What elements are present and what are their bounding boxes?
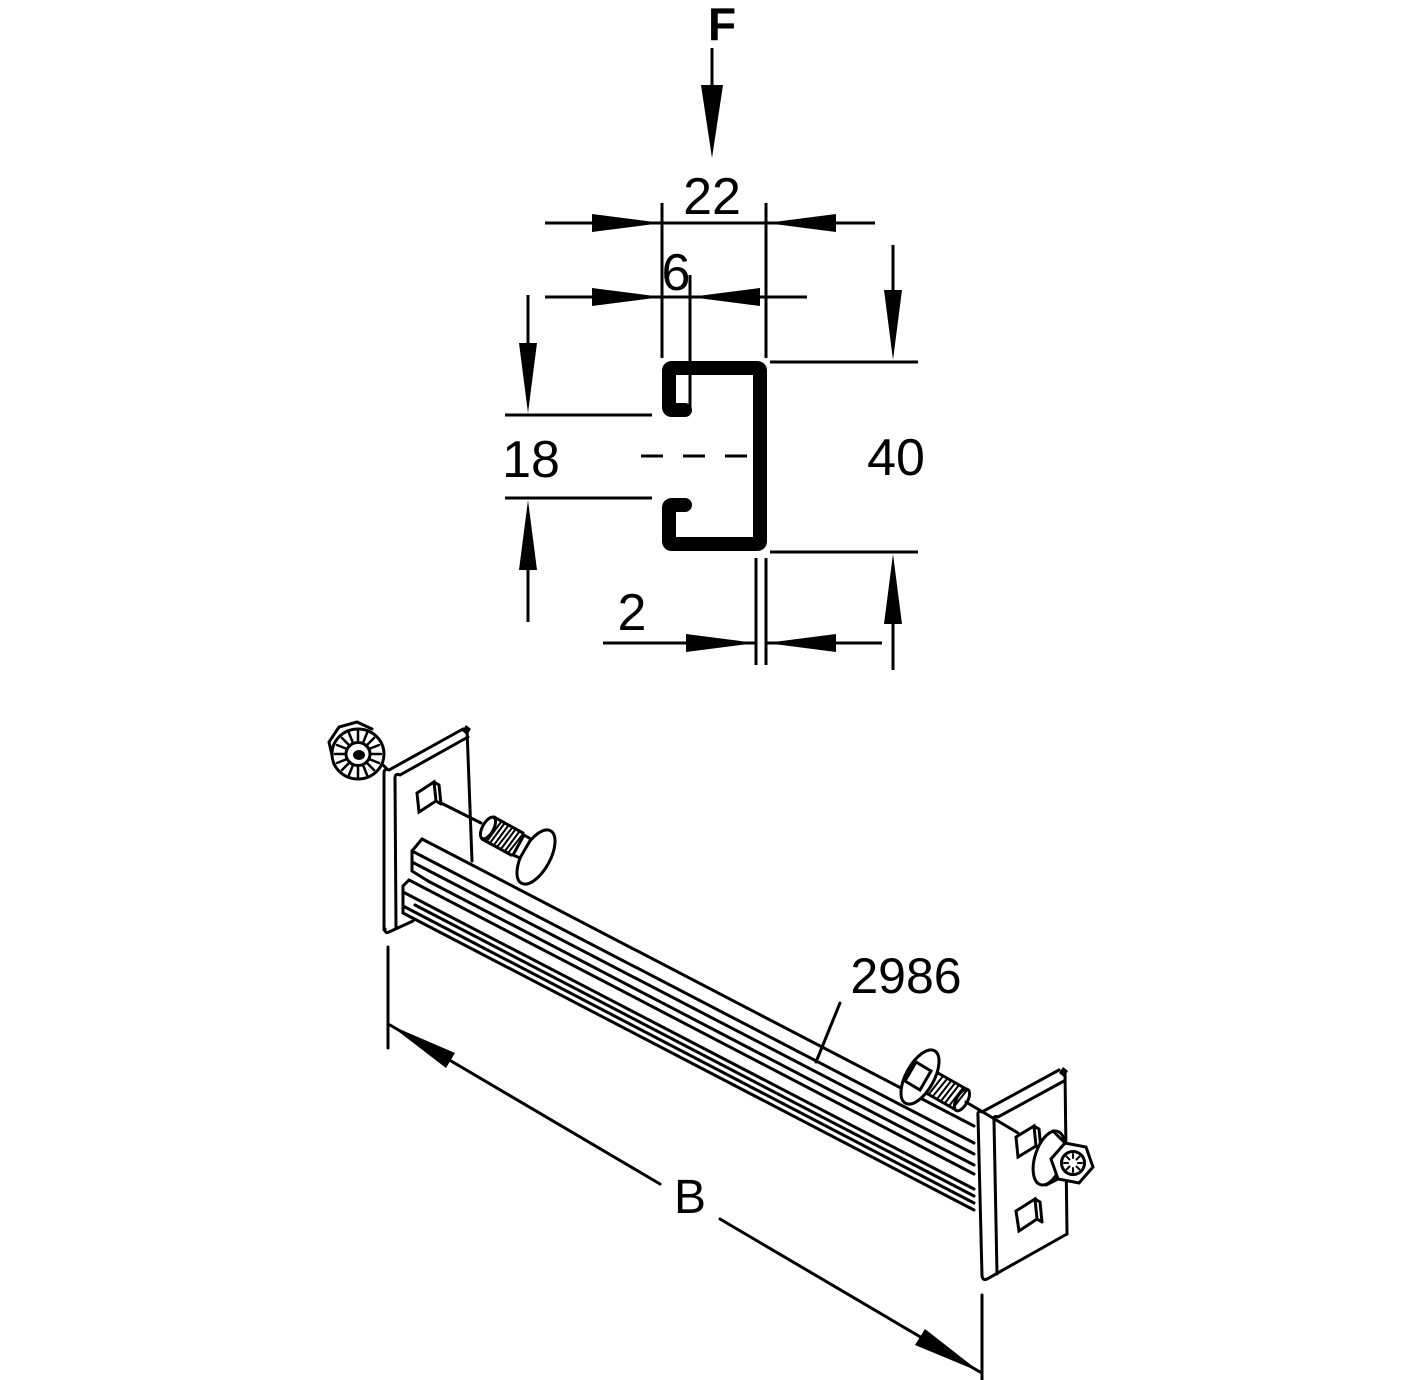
bolt-threads xyxy=(928,1075,968,1109)
bolt-square-neck xyxy=(902,1059,934,1093)
force-label: F xyxy=(708,0,736,50)
part-number-label: 2986 xyxy=(850,948,961,1004)
dim-6-label: 6 xyxy=(662,244,691,302)
cross-section-view: F 22 6 18 40 2 xyxy=(502,0,925,670)
dim-18 xyxy=(505,295,652,622)
bolt-threads xyxy=(486,821,524,854)
nut-knurl-ticks xyxy=(1063,1153,1083,1173)
dim-40 xyxy=(770,245,918,670)
dim-2-label: 2 xyxy=(618,584,647,642)
nut-hex-face xyxy=(1049,1141,1095,1185)
part-number-leader xyxy=(814,1001,842,1064)
bolt-axis-line xyxy=(439,801,483,825)
bolt-square-neck xyxy=(510,832,534,860)
plate-hole xyxy=(415,779,438,815)
c-profile-section xyxy=(662,361,767,551)
dim-22-label: 22 xyxy=(683,168,741,226)
serrated-flange-nut xyxy=(327,720,386,781)
bolt-tip xyxy=(478,815,498,841)
bolt-axis-line xyxy=(964,1100,1020,1135)
right-end-plate xyxy=(976,1067,1069,1282)
isometric-view: 2986 B xyxy=(327,720,1095,1380)
left-end-plate xyxy=(379,725,483,935)
strut-rail xyxy=(401,837,976,1212)
dim-b-label: B xyxy=(674,1171,706,1224)
carriage-bolt-right xyxy=(899,1048,1020,1135)
dim-18-label: 18 xyxy=(502,431,560,489)
plate-hole xyxy=(1014,1123,1038,1160)
dim-b xyxy=(386,945,984,1380)
dim-2 xyxy=(603,558,882,665)
force-arrow xyxy=(701,48,723,158)
plate-hole xyxy=(1014,1196,1039,1234)
dim-40-label: 40 xyxy=(867,429,925,487)
hex-flange-nut xyxy=(1031,1129,1095,1187)
dim-22 xyxy=(545,203,875,358)
nut-hex-body xyxy=(327,720,374,766)
carriage-bolt-left xyxy=(478,815,557,886)
nut-serrations xyxy=(333,729,383,779)
dim-6 xyxy=(545,275,807,410)
